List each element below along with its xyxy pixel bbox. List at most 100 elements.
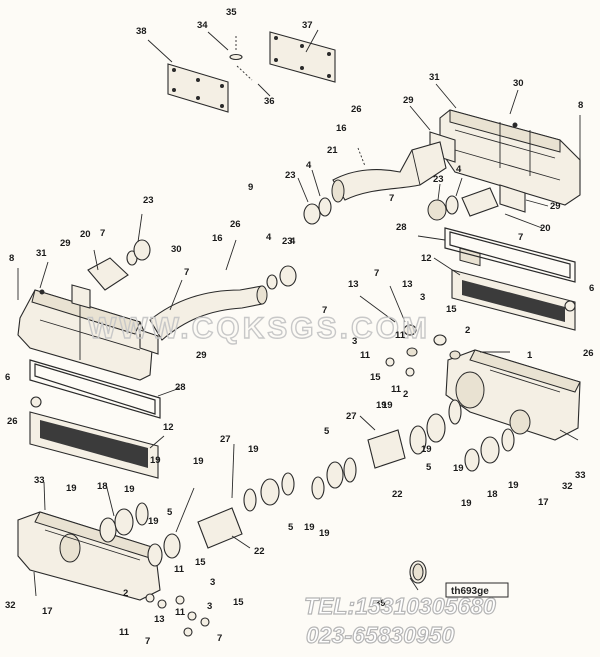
callout-number: 19	[150, 455, 161, 466]
callout-number: 29	[60, 238, 71, 249]
callout-number: 23	[282, 236, 293, 247]
callout-number: 2	[123, 588, 128, 599]
callout-number: 23	[285, 170, 296, 181]
callout-number: 33	[575, 470, 586, 481]
cover-plate-38	[167, 63, 229, 113]
callout-number: 11	[360, 350, 371, 361]
contact-tel: TEL:15310305680	[304, 593, 496, 619]
callout-number: 39	[375, 598, 386, 609]
callout-number: 11	[391, 384, 402, 395]
gasket-29-left	[71, 284, 91, 309]
callout-number: 19	[453, 463, 464, 474]
callout-number: 38	[136, 26, 147, 37]
callout-number: 16	[212, 233, 223, 244]
callout-number: 31	[36, 248, 47, 259]
callout-number: 19	[319, 528, 330, 539]
callout-number: 37	[302, 20, 313, 31]
callout-number: 8	[578, 100, 583, 111]
callout-number: 28	[175, 382, 186, 393]
callout-number: 22	[254, 546, 265, 557]
callout-number: 27	[346, 411, 357, 422]
callout-number: 36	[264, 96, 275, 107]
callout-number: 18	[97, 481, 108, 492]
callout-number: 23	[143, 195, 154, 206]
gasket-29-left-2	[139, 329, 159, 355]
pipe-21-lower	[87, 257, 268, 341]
callout-number: 19	[304, 522, 315, 533]
callout-number: 5	[167, 507, 173, 518]
callout-number: 19	[461, 498, 472, 509]
callout-number: 20	[80, 229, 91, 240]
callout-number: 3	[207, 601, 212, 612]
dowel-6-right	[564, 300, 576, 312]
callout-number: 3	[210, 577, 215, 588]
hose-chain-right	[326, 399, 515, 489]
callout-number: 15	[233, 597, 244, 608]
fittings-right	[385, 324, 461, 377]
callout-number: 26	[351, 104, 362, 115]
cooler-core-12-left	[29, 396, 159, 479]
callout-number: 7	[145, 636, 150, 647]
callout-number: 7	[100, 228, 105, 239]
callout-number: 7	[374, 268, 379, 279]
callout-number: 19	[376, 400, 387, 411]
callout-number: 5	[324, 426, 330, 437]
callout-number: 9	[248, 182, 253, 193]
callout-number: 22	[392, 489, 403, 500]
callout-number: 19	[193, 456, 204, 467]
callout-number: 21	[327, 145, 338, 156]
screw-34-35	[229, 36, 253, 81]
lower-left-housing	[17, 511, 161, 601]
callout-number: 26	[230, 219, 241, 230]
hose-clamps-left	[126, 239, 297, 290]
hose-chain-left	[99, 472, 325, 567]
callout-number: 12	[421, 253, 432, 264]
callout-number: 3	[352, 336, 357, 347]
callout-number: 7	[518, 232, 523, 243]
callout-number: 19	[148, 516, 159, 527]
callout-number: 19	[66, 483, 77, 494]
callout-number: 27	[220, 434, 231, 445]
callout-number: 15	[446, 304, 457, 315]
callout-labels: 3834353736313082926162142374232920728923…	[5, 7, 594, 647]
callout-number: 7	[184, 267, 189, 278]
gasket-28-right	[444, 227, 576, 283]
upper-left-housing	[17, 289, 153, 381]
leader-lines	[33, 29, 579, 597]
callout-number: 4	[456, 164, 462, 175]
callout-number: 30	[171, 244, 182, 255]
callout-number: 11	[119, 627, 130, 638]
callout-number: 7	[389, 193, 394, 204]
callout-number: 31	[429, 72, 440, 83]
pipe-21-upper	[331, 141, 447, 203]
callout-number: 13	[348, 279, 359, 290]
callout-number: 2	[403, 389, 408, 400]
callout-number: 34	[197, 20, 208, 31]
contact-phone: 023-65830950	[306, 622, 455, 648]
callout-number: 16	[336, 123, 347, 134]
callout-number: 26	[7, 416, 18, 427]
callout-number: 6	[5, 372, 10, 383]
callout-number: 15	[195, 557, 206, 568]
callout-number: 7	[322, 305, 327, 316]
callout-number: 12	[163, 422, 174, 433]
callout-number: 19	[124, 484, 135, 495]
callout-number: 4	[290, 236, 296, 247]
callout-number: 29	[196, 350, 207, 361]
parts-drawing	[17, 29, 581, 637]
callout-number: 11	[395, 330, 406, 341]
lower-right-housing	[445, 349, 581, 441]
callout-number: 19	[248, 444, 259, 455]
gasket-29-right	[499, 184, 526, 213]
callout-number: 11	[175, 607, 186, 618]
callout-number: 17	[42, 606, 53, 617]
callout-number: 4	[266, 232, 272, 243]
callout-number: 26	[583, 348, 594, 359]
hose-clamps-upper	[303, 147, 499, 225]
callout-number: 32	[562, 481, 573, 492]
callout-number: 19	[382, 400, 393, 411]
callout-number: 33	[34, 475, 45, 486]
callout-number: 18	[487, 489, 498, 500]
callout-number: 13	[154, 614, 165, 625]
